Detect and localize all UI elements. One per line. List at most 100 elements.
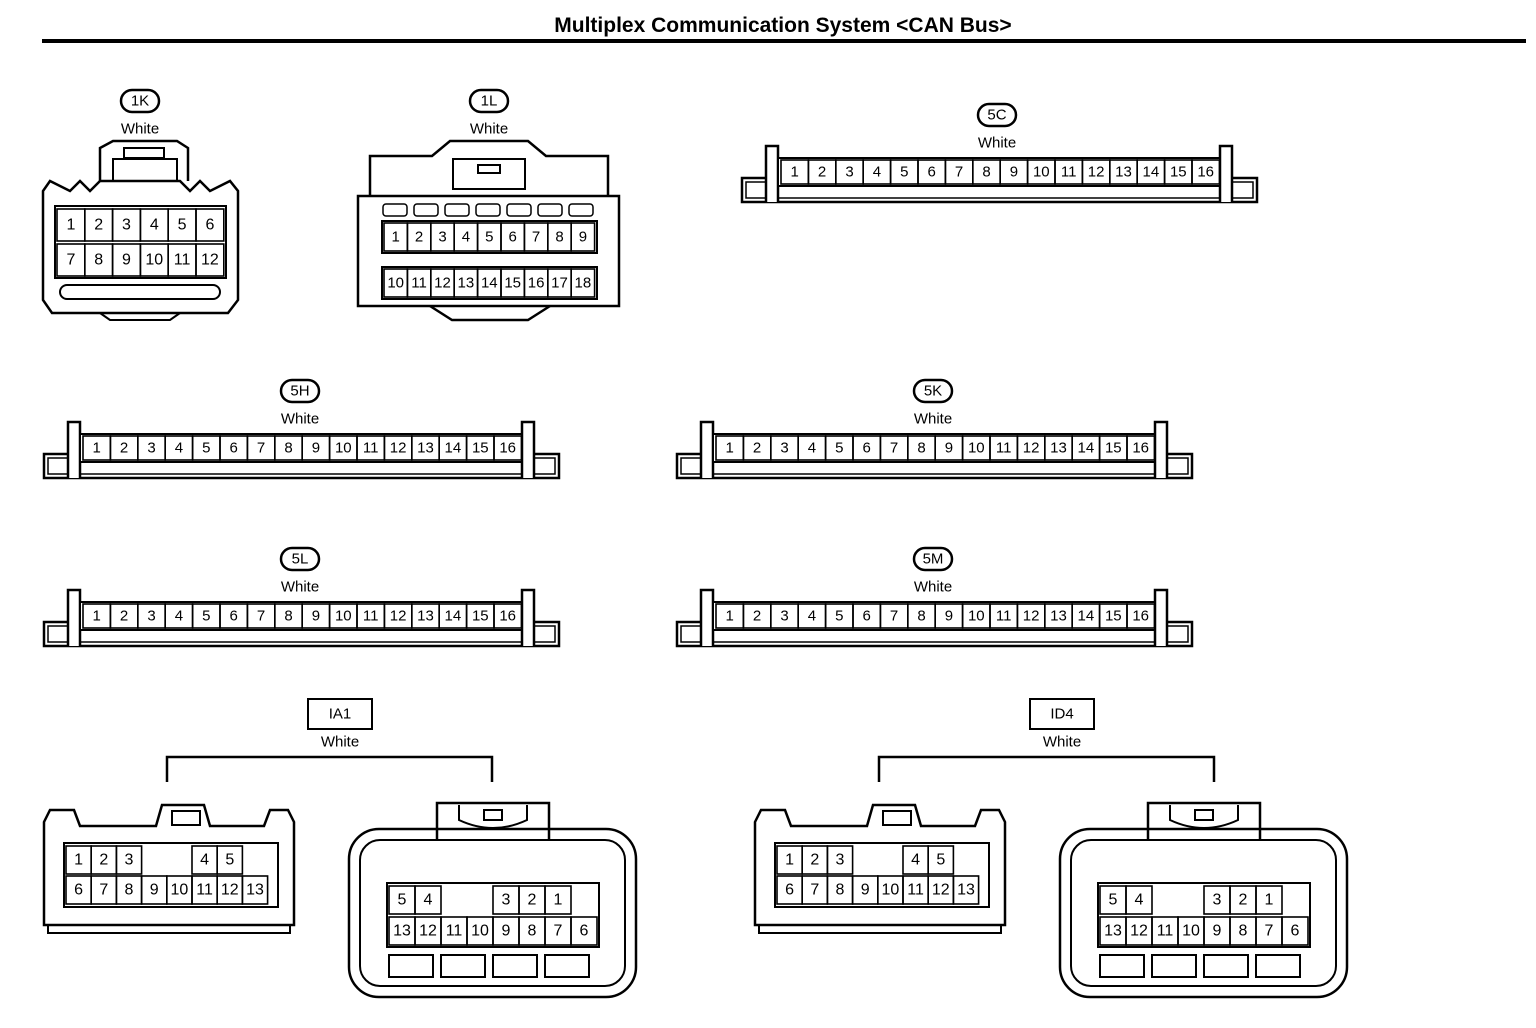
pin-number: 7 — [810, 882, 819, 899]
pin-cell: 5 — [476, 222, 502, 252]
pin-cell: 17 — [546, 268, 572, 298]
pin-number: 9 — [945, 608, 953, 625]
pin-cell: 8 — [1229, 916, 1257, 946]
pin-number: 4 — [150, 217, 159, 234]
connector-id-pill — [119, 88, 161, 114]
pin-number: 12 — [932, 882, 950, 899]
pin-cell: 13 — [241, 875, 269, 905]
pin-number: 15 — [1105, 440, 1122, 457]
pin-number: 7 — [257, 440, 265, 457]
pin-number: 7 — [257, 608, 265, 625]
pin-cell: 16 — [493, 435, 523, 461]
pin-cell: 9 — [1203, 916, 1231, 946]
connector-color: White — [281, 579, 319, 596]
pin-number: 6 — [1291, 923, 1300, 940]
pin-cell: 5 — [1099, 885, 1127, 915]
pin-cell: 4 — [1125, 885, 1153, 915]
pin-number: 11 — [196, 882, 213, 899]
pin-cell: 10 — [139, 243, 169, 277]
pin-number: 13 — [957, 882, 975, 899]
pin-number: 4 — [200, 852, 209, 869]
pin-cell: 3 — [111, 208, 142, 242]
connector-color: White — [914, 579, 952, 596]
pin-number: 2 — [1239, 892, 1248, 909]
pin-number: 2 — [99, 852, 108, 869]
pin-number: 13 — [1050, 440, 1067, 457]
connector-color: White — [321, 734, 359, 751]
pin-number: 12 — [201, 252, 219, 269]
connector-color: White — [1043, 734, 1081, 751]
pin-number: 12 — [419, 923, 437, 940]
pin-cell: 7 — [90, 875, 118, 905]
pin-number: 2 — [528, 892, 537, 909]
pin-number: 2 — [94, 217, 103, 234]
pin-number: 6 — [928, 164, 936, 181]
pin-number: 7 — [554, 923, 563, 940]
pin-number: 7 — [890, 440, 898, 457]
pin-number: 10 — [171, 882, 189, 899]
pin-number: 3 — [836, 852, 845, 869]
pin-cell: 3 — [115, 845, 143, 875]
pin-number: 13 — [1115, 164, 1132, 181]
pin-number: 12 — [1023, 440, 1040, 457]
connector-id: 5M — [923, 551, 944, 568]
pin-cell: 7 — [56, 243, 86, 277]
pin-number: 16 — [499, 608, 516, 625]
pin-number: 7 — [532, 229, 540, 246]
connector-id-box — [1029, 698, 1095, 730]
pin-cell: 13 — [388, 916, 416, 946]
pin-number: 6 — [230, 608, 238, 625]
pin-number: 6 — [785, 882, 794, 899]
pin-number: 5 — [225, 852, 234, 869]
pin-cell: 2 — [801, 845, 829, 875]
connector-id: ID4 — [1050, 706, 1073, 723]
pin-number: 11 — [363, 608, 379, 625]
pin-number: 11 — [1061, 164, 1077, 181]
connector-id: 5H — [290, 383, 309, 400]
pin-cell: 16 — [1126, 435, 1156, 461]
pin-cell: 7 — [544, 916, 572, 946]
pin-cell: 8 — [84, 243, 114, 277]
pin-number: 10 — [882, 882, 900, 899]
pin-number: 8 — [982, 164, 990, 181]
pin-number: 9 — [945, 440, 953, 457]
pin-number: 4 — [1135, 892, 1144, 909]
pin-number: 11 — [996, 608, 1012, 625]
connector-color: White — [121, 121, 159, 138]
pin-number: 8 — [125, 882, 134, 899]
connector-id-pill — [279, 546, 321, 572]
pin-cell: 10 — [383, 268, 409, 298]
pin-number: 1 — [726, 440, 734, 457]
pin-cell: 8 — [826, 875, 854, 905]
pin-cell: 9 — [140, 875, 168, 905]
pin-number: 6 — [74, 882, 83, 899]
pin-cell: 14 — [476, 268, 502, 298]
connector-id: 5C — [987, 107, 1006, 124]
pin-cell: 12 — [216, 875, 244, 905]
connector-color: White — [470, 121, 508, 138]
pin-number: 17 — [551, 275, 568, 292]
pin-cell: 7 — [1255, 916, 1283, 946]
pin-cell: 13 — [453, 268, 479, 298]
pin-number: 3 — [122, 217, 131, 234]
pin-number: 8 — [284, 440, 292, 457]
pin-number: 11 — [996, 440, 1012, 457]
pin-number: 7 — [955, 164, 963, 181]
pin-number: 5 — [835, 440, 843, 457]
pin-number: 10 — [387, 275, 404, 292]
pin-number: 5 — [835, 608, 843, 625]
pin-number: 5 — [936, 852, 945, 869]
pin-number: 15 — [504, 275, 521, 292]
pin-number: 12 — [434, 275, 451, 292]
pin-number: 1 — [726, 608, 734, 625]
pin-number: 9 — [1010, 164, 1018, 181]
pin-cell: 7 — [523, 222, 549, 252]
connector-id: 1K — [131, 93, 149, 110]
pin-number: 10 — [471, 923, 489, 940]
pin-number: 16 — [528, 275, 545, 292]
pin-number: 6 — [580, 923, 589, 940]
pin-number: 14 — [445, 608, 462, 625]
